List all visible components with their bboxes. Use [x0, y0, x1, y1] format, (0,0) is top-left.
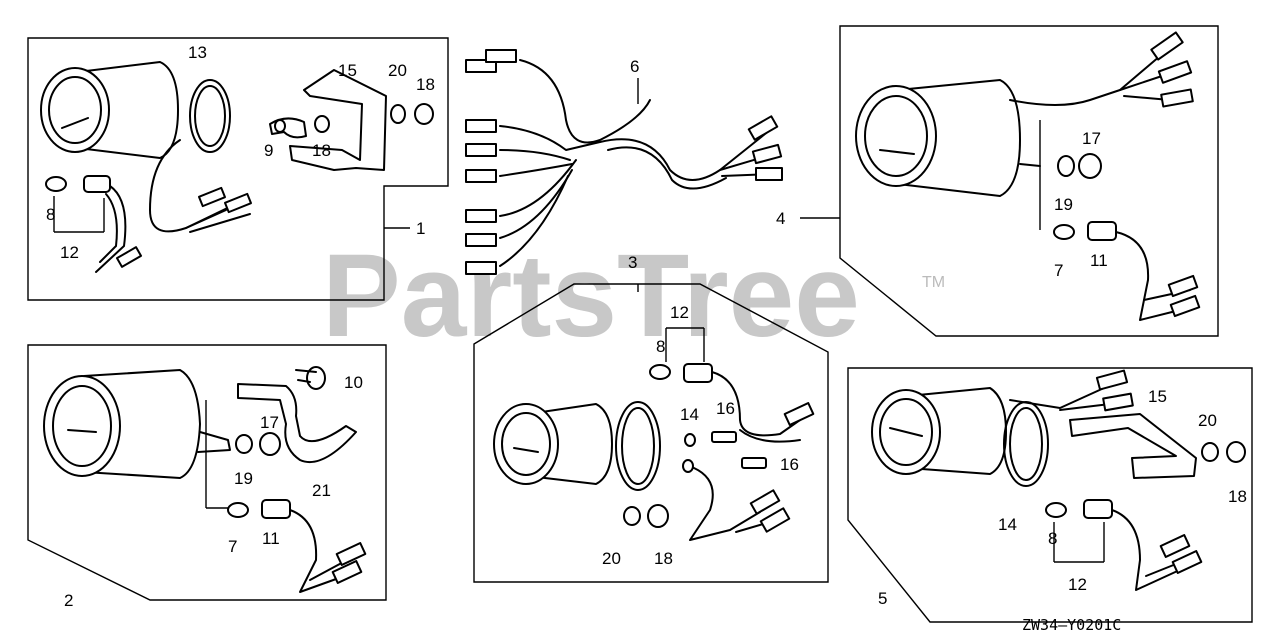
watermark-trademark: TM — [922, 274, 945, 291]
callout-9: 9 — [264, 141, 273, 160]
callout-14: 14 — [998, 515, 1017, 534]
callout-20: 20 — [1198, 411, 1217, 430]
callout-17: 17 — [1082, 129, 1101, 148]
callout-7: 7 — [228, 537, 237, 556]
callout-16: 16 — [716, 399, 735, 418]
group-6-harness — [465, 49, 783, 275]
group-3-callouts: 3 12 8 14 16 16 20 18 — [602, 253, 799, 568]
group-1-parts — [40, 61, 434, 273]
callout-2: 2 — [64, 591, 73, 610]
group-4-parts — [855, 31, 1201, 321]
callout-5: 5 — [878, 589, 887, 608]
callout-10: 10 — [344, 373, 363, 392]
callout-17: 17 — [260, 413, 279, 432]
group-5-callouts: 15 20 18 14 8 12 5 — [878, 387, 1247, 608]
watermark-text: PartsTree — [322, 230, 860, 362]
group-6-callouts: 6 — [630, 57, 639, 104]
callout-15: 15 — [338, 61, 357, 80]
callout-13: 13 — [188, 43, 207, 62]
group-1-frame — [27, 37, 449, 301]
callout-18: 18 — [416, 75, 435, 94]
group-2-parts — [43, 366, 367, 593]
callout-12: 12 — [1068, 575, 1087, 594]
callout-4: 4 — [776, 209, 785, 228]
group-2-callouts: 10 17 19 21 7 11 2 — [64, 373, 363, 610]
group-4-callouts: 4 17 19 7 11 — [776, 129, 1108, 280]
callout-8: 8 — [656, 337, 665, 356]
callout-11: 11 — [262, 529, 280, 548]
callout-3: 3 — [628, 253, 637, 272]
diagram-code: ZW34—Y0201C — [1022, 616, 1121, 634]
callout-18: 18 — [1228, 487, 1247, 506]
group-5-parts — [871, 369, 1246, 591]
callout-12: 12 — [60, 243, 79, 262]
group-4-frame — [800, 25, 1219, 337]
callout-19: 19 — [234, 469, 253, 488]
callout-8: 8 — [1048, 529, 1057, 548]
callout-18: 18 — [312, 141, 331, 160]
callout-12: 12 — [670, 303, 689, 322]
group-5-frame — [847, 367, 1253, 623]
callout-18: 18 — [654, 549, 673, 568]
callout-7: 7 — [1054, 261, 1063, 280]
group-3-parts — [493, 284, 815, 541]
callout-14: 14 — [680, 405, 699, 424]
callout-6: 6 — [630, 57, 639, 76]
callout-1: 1 — [416, 219, 425, 238]
callout-20: 20 — [602, 549, 621, 568]
callout-19: 19 — [1054, 195, 1073, 214]
group-2-frame — [27, 344, 387, 601]
callout-8: 8 — [46, 205, 55, 224]
callout-11: 11 — [1090, 251, 1108, 270]
callout-15: 15 — [1148, 387, 1167, 406]
callout-16: 16 — [780, 455, 799, 474]
group-3-frame — [473, 283, 829, 583]
callout-21: 21 — [312, 481, 331, 500]
group-1-callouts: 13 15 20 18 9 18 8 12 1 — [46, 43, 435, 262]
callout-20: 20 — [388, 61, 407, 80]
